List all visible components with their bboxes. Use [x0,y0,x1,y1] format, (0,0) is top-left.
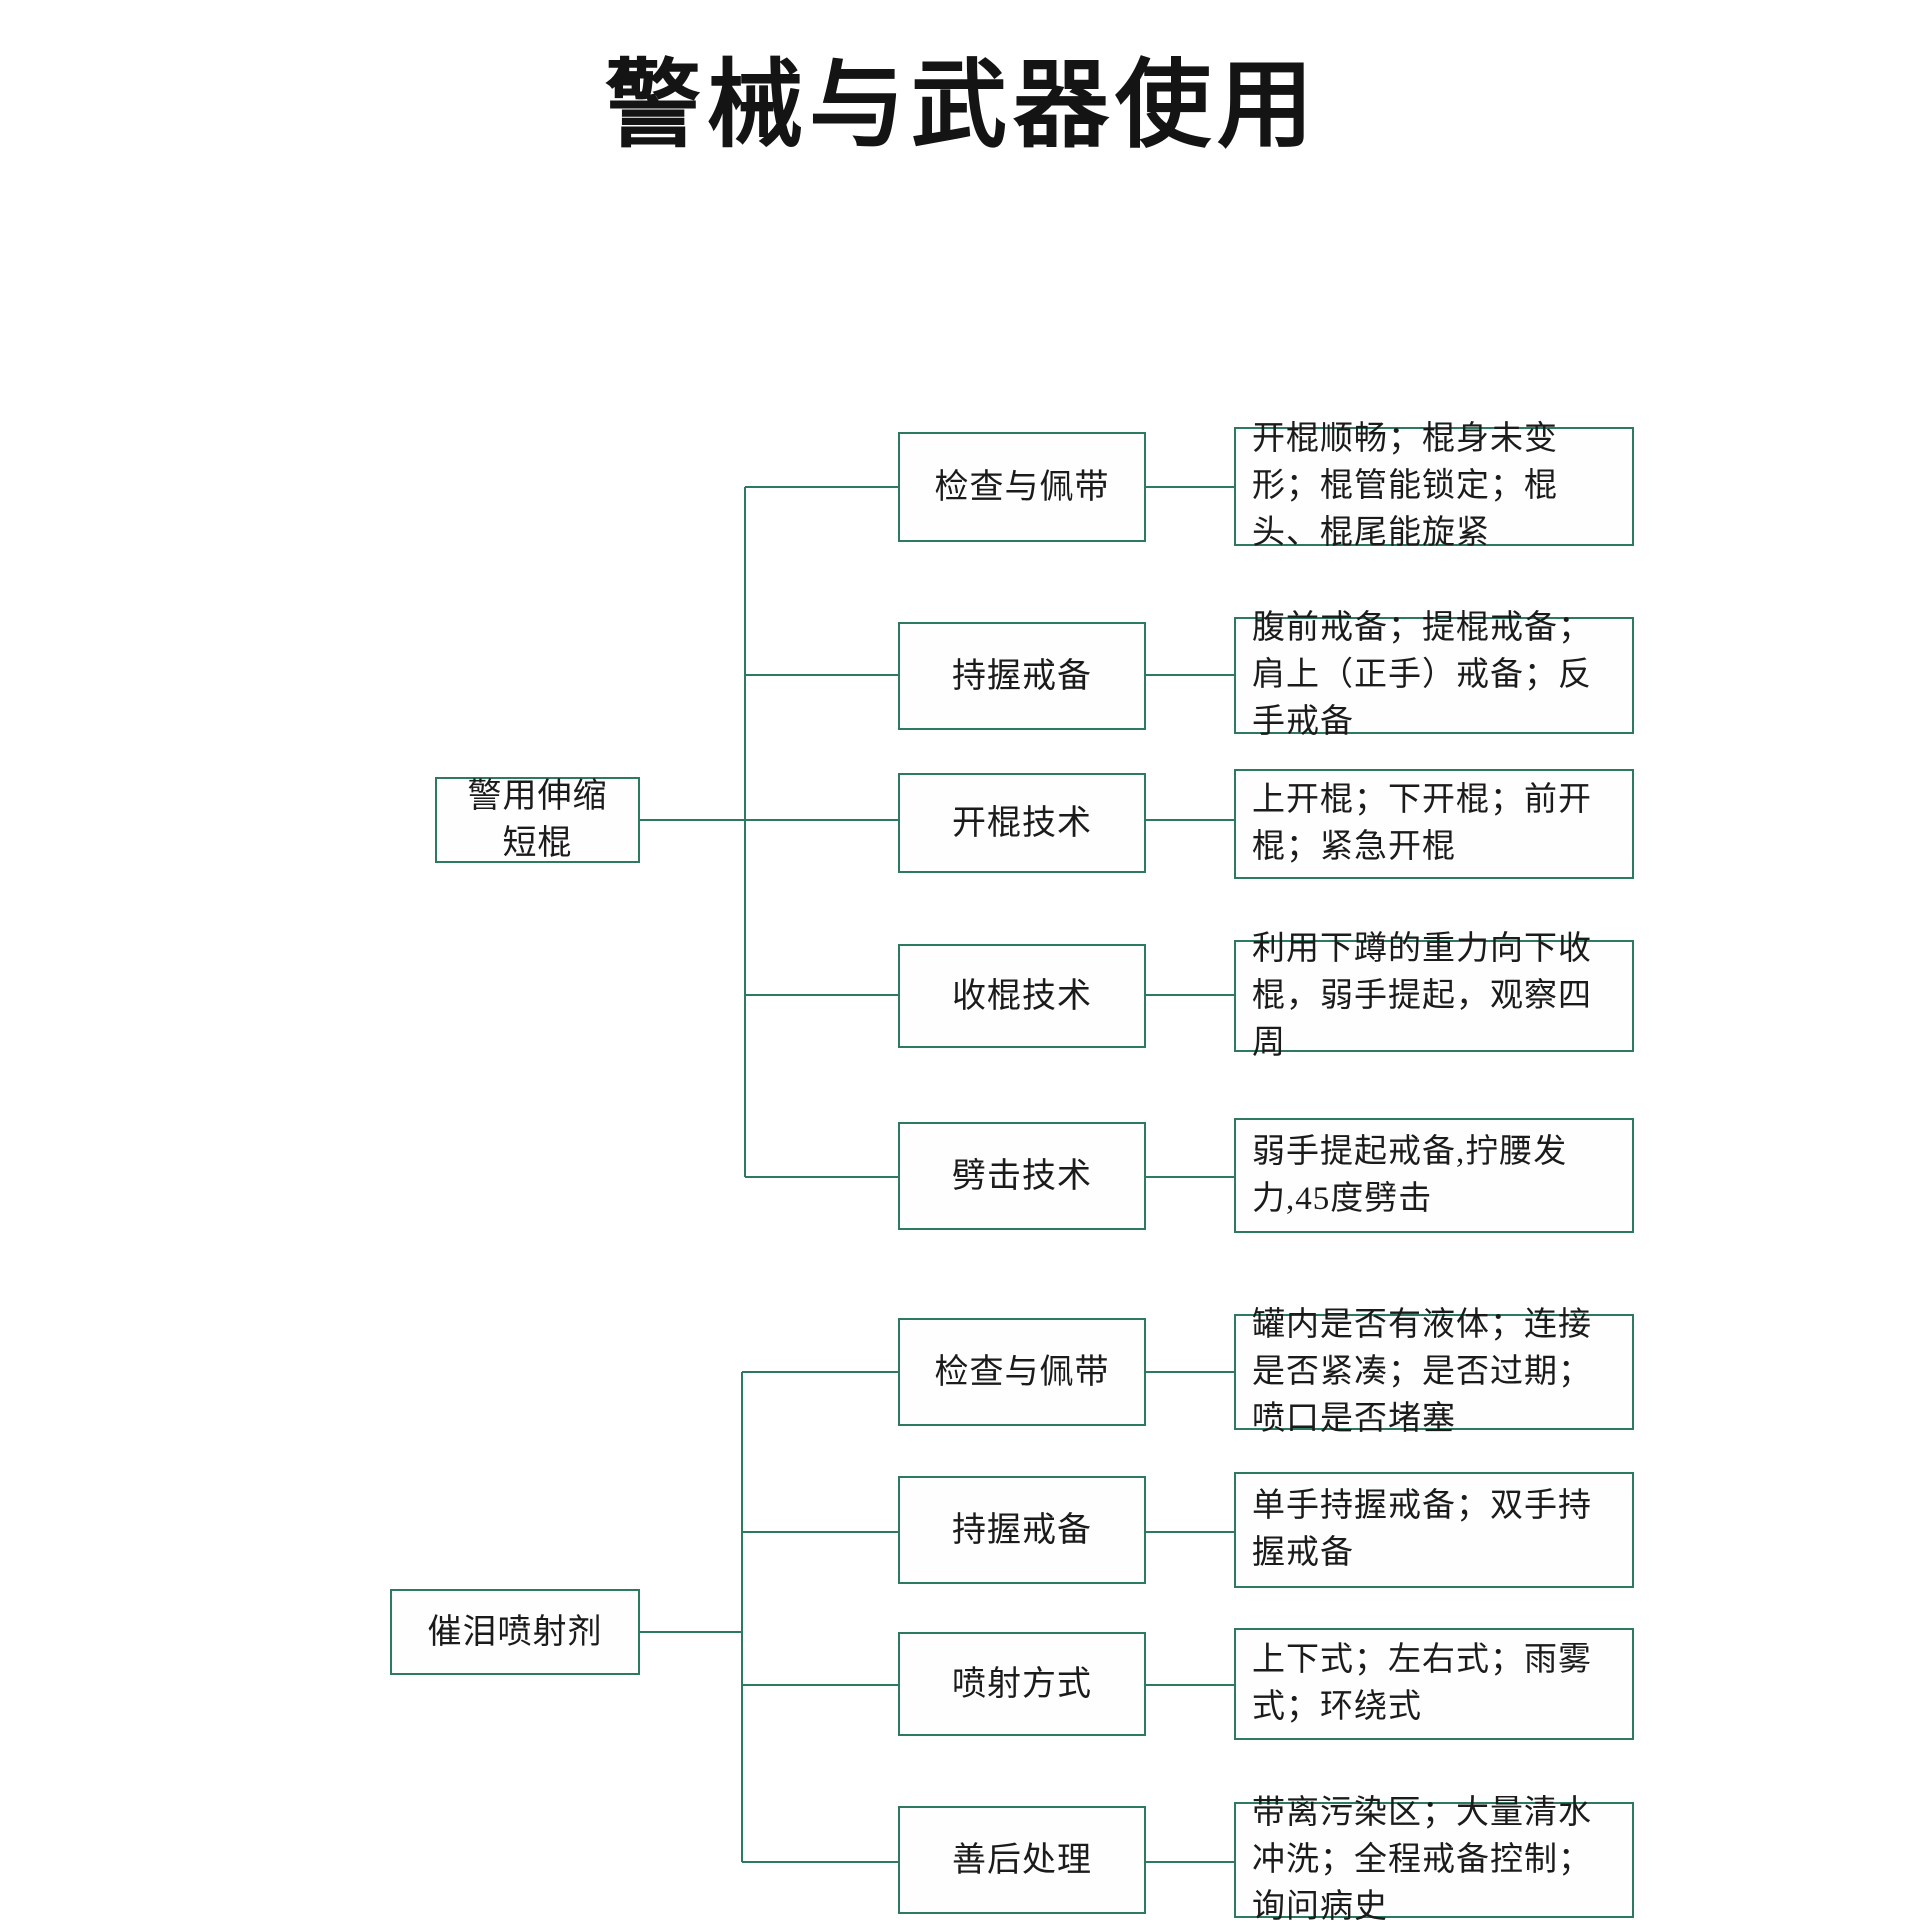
leaf-node-1-3-detail: 利用下蹲的重力向下收棍，弱手提起，观察四周 [1252,930,1592,1061]
mid-node-1-1[interactable]: 持握戒备 [898,622,1146,730]
mid-node-2-2-label: 喷射方式 [952,1665,1092,1703]
mid-node-1-0[interactable]: 检查与佩带 [898,432,1146,542]
mid-node-2-1[interactable]: 持握戒备 [898,1476,1146,1584]
leaf-node-2-1[interactable]: 单手持握戒备；双手持握戒备 [1234,1472,1634,1588]
mid-node-1-1-label: 持握戒备 [952,657,1092,695]
mid-node-2-1-label: 持握戒备 [952,1511,1092,1549]
leaf-node-2-2[interactable]: 上下式；左右式；雨雾式；环绕式 [1234,1628,1634,1740]
leaf-node-2-3[interactable]: 带离污染区；大量清水冲洗；全程戒备控制；询问病史 [1234,1795,1634,1925]
leaf-node-2-3-detail: 带离污染区；大量清水冲洗；全程戒备控制；询问病史 [1252,1794,1592,1925]
mid-node-1-0-label: 检查与佩带 [934,468,1110,506]
root-node-2[interactable]: 催泪喷射剂 [390,1589,640,1675]
leaf-node-1-1[interactable]: 腹前戒备；提棍戒备；肩上（正手）戒备；反手戒备 [1234,610,1634,740]
page-title: 警械与武器使用 [605,52,1319,159]
mid-node-2-0[interactable]: 检查与佩带 [898,1318,1146,1426]
leaf-node-1-0[interactable]: 开棍顺畅；棍身未变形；棍管能锁定；棍头、棍尾能旋紧 [1234,421,1634,551]
mid-node-1-2[interactable]: 开棍技术 [898,773,1146,873]
root-node-2-label: 催泪喷射剂 [427,1613,603,1651]
leaf-node-1-2[interactable]: 上开棍；下开棍；前开棍；紧急开棍 [1234,769,1634,879]
leaf-node-2-0[interactable]: 罐内是否有液体；连接是否紧凑；是否过期；喷口是否堵塞 [1234,1307,1634,1437]
leaf-node-1-3[interactable]: 利用下蹲的重力向下收棍，弱手提起，观察四周 [1234,931,1634,1061]
mid-node-2-3[interactable]: 善后处理 [898,1806,1146,1914]
mid-node-1-4[interactable]: 劈击技术 [898,1122,1146,1230]
leaf-node-1-0-detail: 开棍顺畅；棍身未变形；棍管能锁定；棍头、棍尾能旋紧 [1252,421,1558,551]
leaf-node-1-2-detail: 上开棍；下开棍；前开棍；紧急开棍 [1252,782,1592,865]
leaf-node-1-4[interactable]: 弱手提起戒备,拧腰发力,45度劈击 [1234,1118,1634,1233]
leaf-node-1-1-detail: 腹前戒备；提棍戒备；肩上（正手）戒备；反手戒备 [1252,610,1592,740]
leaf-node-2-1-detail: 单手持握戒备；双手持握戒备 [1252,1488,1592,1571]
mid-node-2-0-label: 检查与佩带 [934,1353,1110,1391]
mid-node-1-2-label: 开棍技术 [952,804,1092,842]
leaf-node-2-2-detail: 上下式；左右式；雨雾式；环绕式 [1252,1642,1592,1725]
leaf-node-1-4-detail: 弱手提起戒备,拧腰发力,45度劈击 [1252,1133,1568,1217]
mid-node-2-2[interactable]: 喷射方式 [898,1632,1146,1736]
mid-node-1-4-label: 劈击技术 [952,1157,1092,1195]
mid-node-2-3-label: 善后处理 [952,1841,1092,1879]
root-node-1-label: 警用伸缩短棍 [467,778,608,862]
leaf-node-2-0-detail: 罐内是否有液体；连接是否紧凑；是否过期；喷口是否堵塞 [1252,1306,1592,1437]
mid-node-1-3[interactable]: 收棍技术 [898,944,1146,1048]
root-node-1[interactable]: 警用伸缩短棍 [435,777,640,863]
mid-node-1-3-label: 收棍技术 [952,977,1092,1015]
